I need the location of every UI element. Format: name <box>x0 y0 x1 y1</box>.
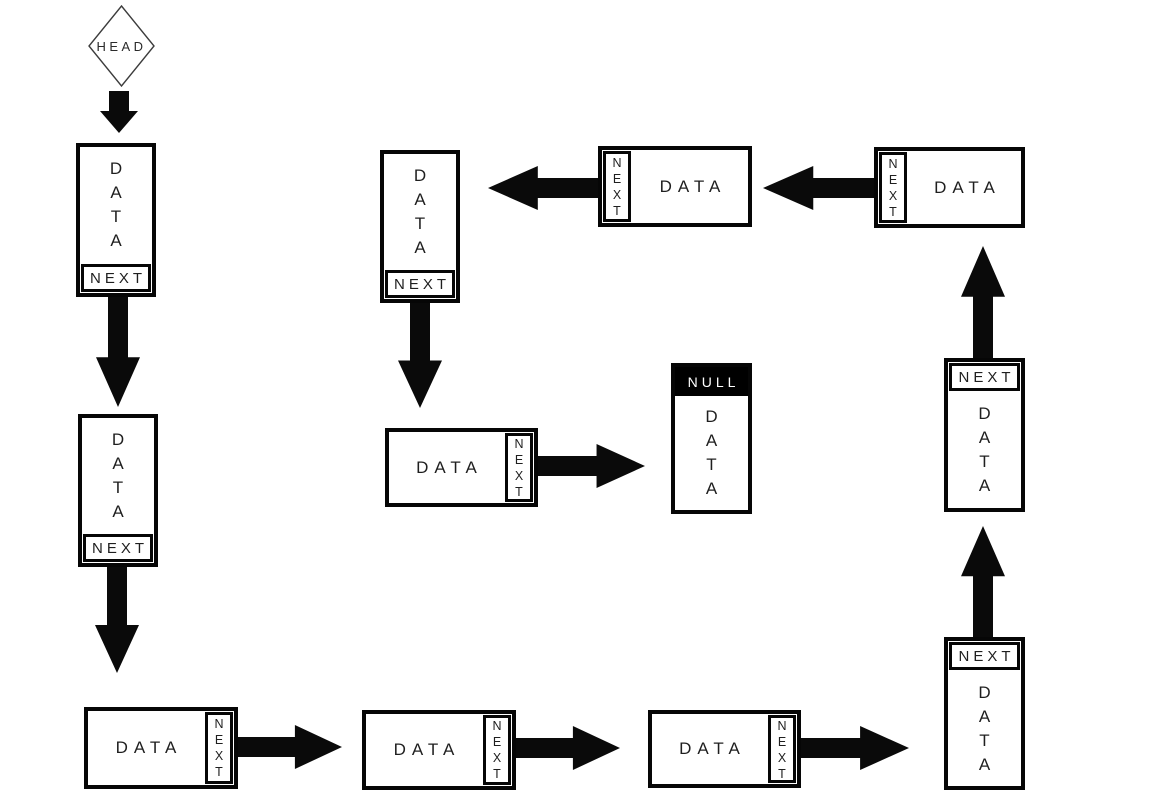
node-4-data-field: DATA <box>366 714 482 786</box>
head-pointer-diamond: HEAD <box>88 5 155 87</box>
node-1-next-label: NEXT <box>89 269 146 287</box>
node-7-data-field: DATA <box>948 392 1021 508</box>
node-12-null-field: NULL <box>675 367 748 396</box>
node-10-data-field: DATA <box>384 154 456 269</box>
list-node-11: DATA NEXT <box>385 428 538 507</box>
node-7-data-label: DATA <box>978 404 991 495</box>
list-node-1: DATA NEXT <box>76 143 156 297</box>
list-node-5: DATA NEXT <box>648 710 801 788</box>
node-12-null-label: NULL <box>687 373 740 390</box>
node-8-data-label: DATA <box>934 177 1001 197</box>
node-4-next-field: NEXT <box>483 715 511 785</box>
node-12-data-field: DATA <box>675 396 748 510</box>
list-node-8: NEXT DATA <box>874 147 1025 228</box>
node-5-data-field: DATA <box>652 714 767 784</box>
node-6-data-label: DATA <box>978 682 991 774</box>
list-node-4: DATA NEXT <box>362 710 516 790</box>
node-1-data-field: DATA <box>80 147 152 263</box>
list-node-10: DATA NEXT <box>380 150 460 303</box>
arrow-node-2-to-node-3 <box>95 567 139 673</box>
node-9-next-field: NEXT <box>603 151 631 222</box>
list-node-2: DATA NEXT <box>78 414 158 567</box>
node-5-next-label: NEXT <box>777 719 787 781</box>
node-1-next-field: NEXT <box>81 264 151 292</box>
node-9-next-label: NEXT <box>612 155 622 218</box>
node-11-data-label: DATA <box>416 457 483 477</box>
node-3-data-label: DATA <box>115 738 183 757</box>
node-8-next-field: NEXT <box>879 152 907 223</box>
arrow-head-to-node-1 <box>100 91 138 133</box>
node-11-data-field: DATA <box>389 432 504 503</box>
node-9-data-label: DATA <box>659 176 727 196</box>
node-10-next-label: NEXT <box>393 275 450 293</box>
list-node-12-null: NULL DATA <box>671 363 752 514</box>
node-11-next-label: NEXT <box>514 437 524 499</box>
node-6-next-label: NEXT <box>958 647 1015 665</box>
node-3-next-field: NEXT <box>205 712 233 784</box>
arrow-node-6-to-node-7 <box>961 526 1005 637</box>
node-2-data-field: DATA <box>82 418 154 533</box>
node-8-data-field: DATA <box>908 151 1021 224</box>
arrow-node-9-to-node-10 <box>488 166 598 210</box>
arrow-node-7-to-node-8 <box>961 246 1005 358</box>
node-1-data-label: DATA <box>109 159 123 250</box>
arrow-node-10-to-node-11 <box>398 303 442 408</box>
list-node-3: DATA NEXT <box>84 707 238 789</box>
node-9-data-field: DATA <box>632 150 748 223</box>
node-4-data-label: DATA <box>393 740 461 759</box>
arrow-node-3-to-node-4 <box>238 725 342 769</box>
node-7-next-label: NEXT <box>958 368 1015 386</box>
head-label: HEAD <box>96 39 146 54</box>
list-node-6: NEXT DATA <box>944 637 1025 790</box>
node-3-data-field: DATA <box>88 711 204 785</box>
node-2-next-field: NEXT <box>83 534 153 562</box>
arrow-node-8-to-node-9 <box>763 166 874 210</box>
arrow-node-1-to-node-2 <box>96 297 140 407</box>
node-6-data-field: DATA <box>948 671 1021 786</box>
node-3-next-label: NEXT <box>214 717 224 779</box>
node-11-next-field: NEXT <box>505 433 533 502</box>
node-6-next-field: NEXT <box>949 642 1020 670</box>
arrow-node-11-to-node-12 <box>538 444 645 488</box>
node-10-data-label: DATA <box>413 165 427 257</box>
arrow-node-4-to-node-5 <box>516 726 620 770</box>
node-7-next-field: NEXT <box>949 363 1020 391</box>
node-12-data-label: DATA <box>705 407 718 498</box>
node-5-next-field: NEXT <box>768 715 796 783</box>
list-node-7: NEXT DATA <box>944 358 1025 512</box>
arrow-node-5-to-node-6 <box>801 726 909 770</box>
node-2-data-label: DATA <box>111 429 125 521</box>
node-2-next-label: NEXT <box>91 539 148 557</box>
node-5-data-label: DATA <box>679 739 746 758</box>
node-8-next-label: NEXT <box>888 156 898 219</box>
node-10-next-field: NEXT <box>385 270 455 298</box>
list-node-9: NEXT DATA <box>598 146 752 227</box>
node-4-next-label: NEXT <box>492 719 502 781</box>
